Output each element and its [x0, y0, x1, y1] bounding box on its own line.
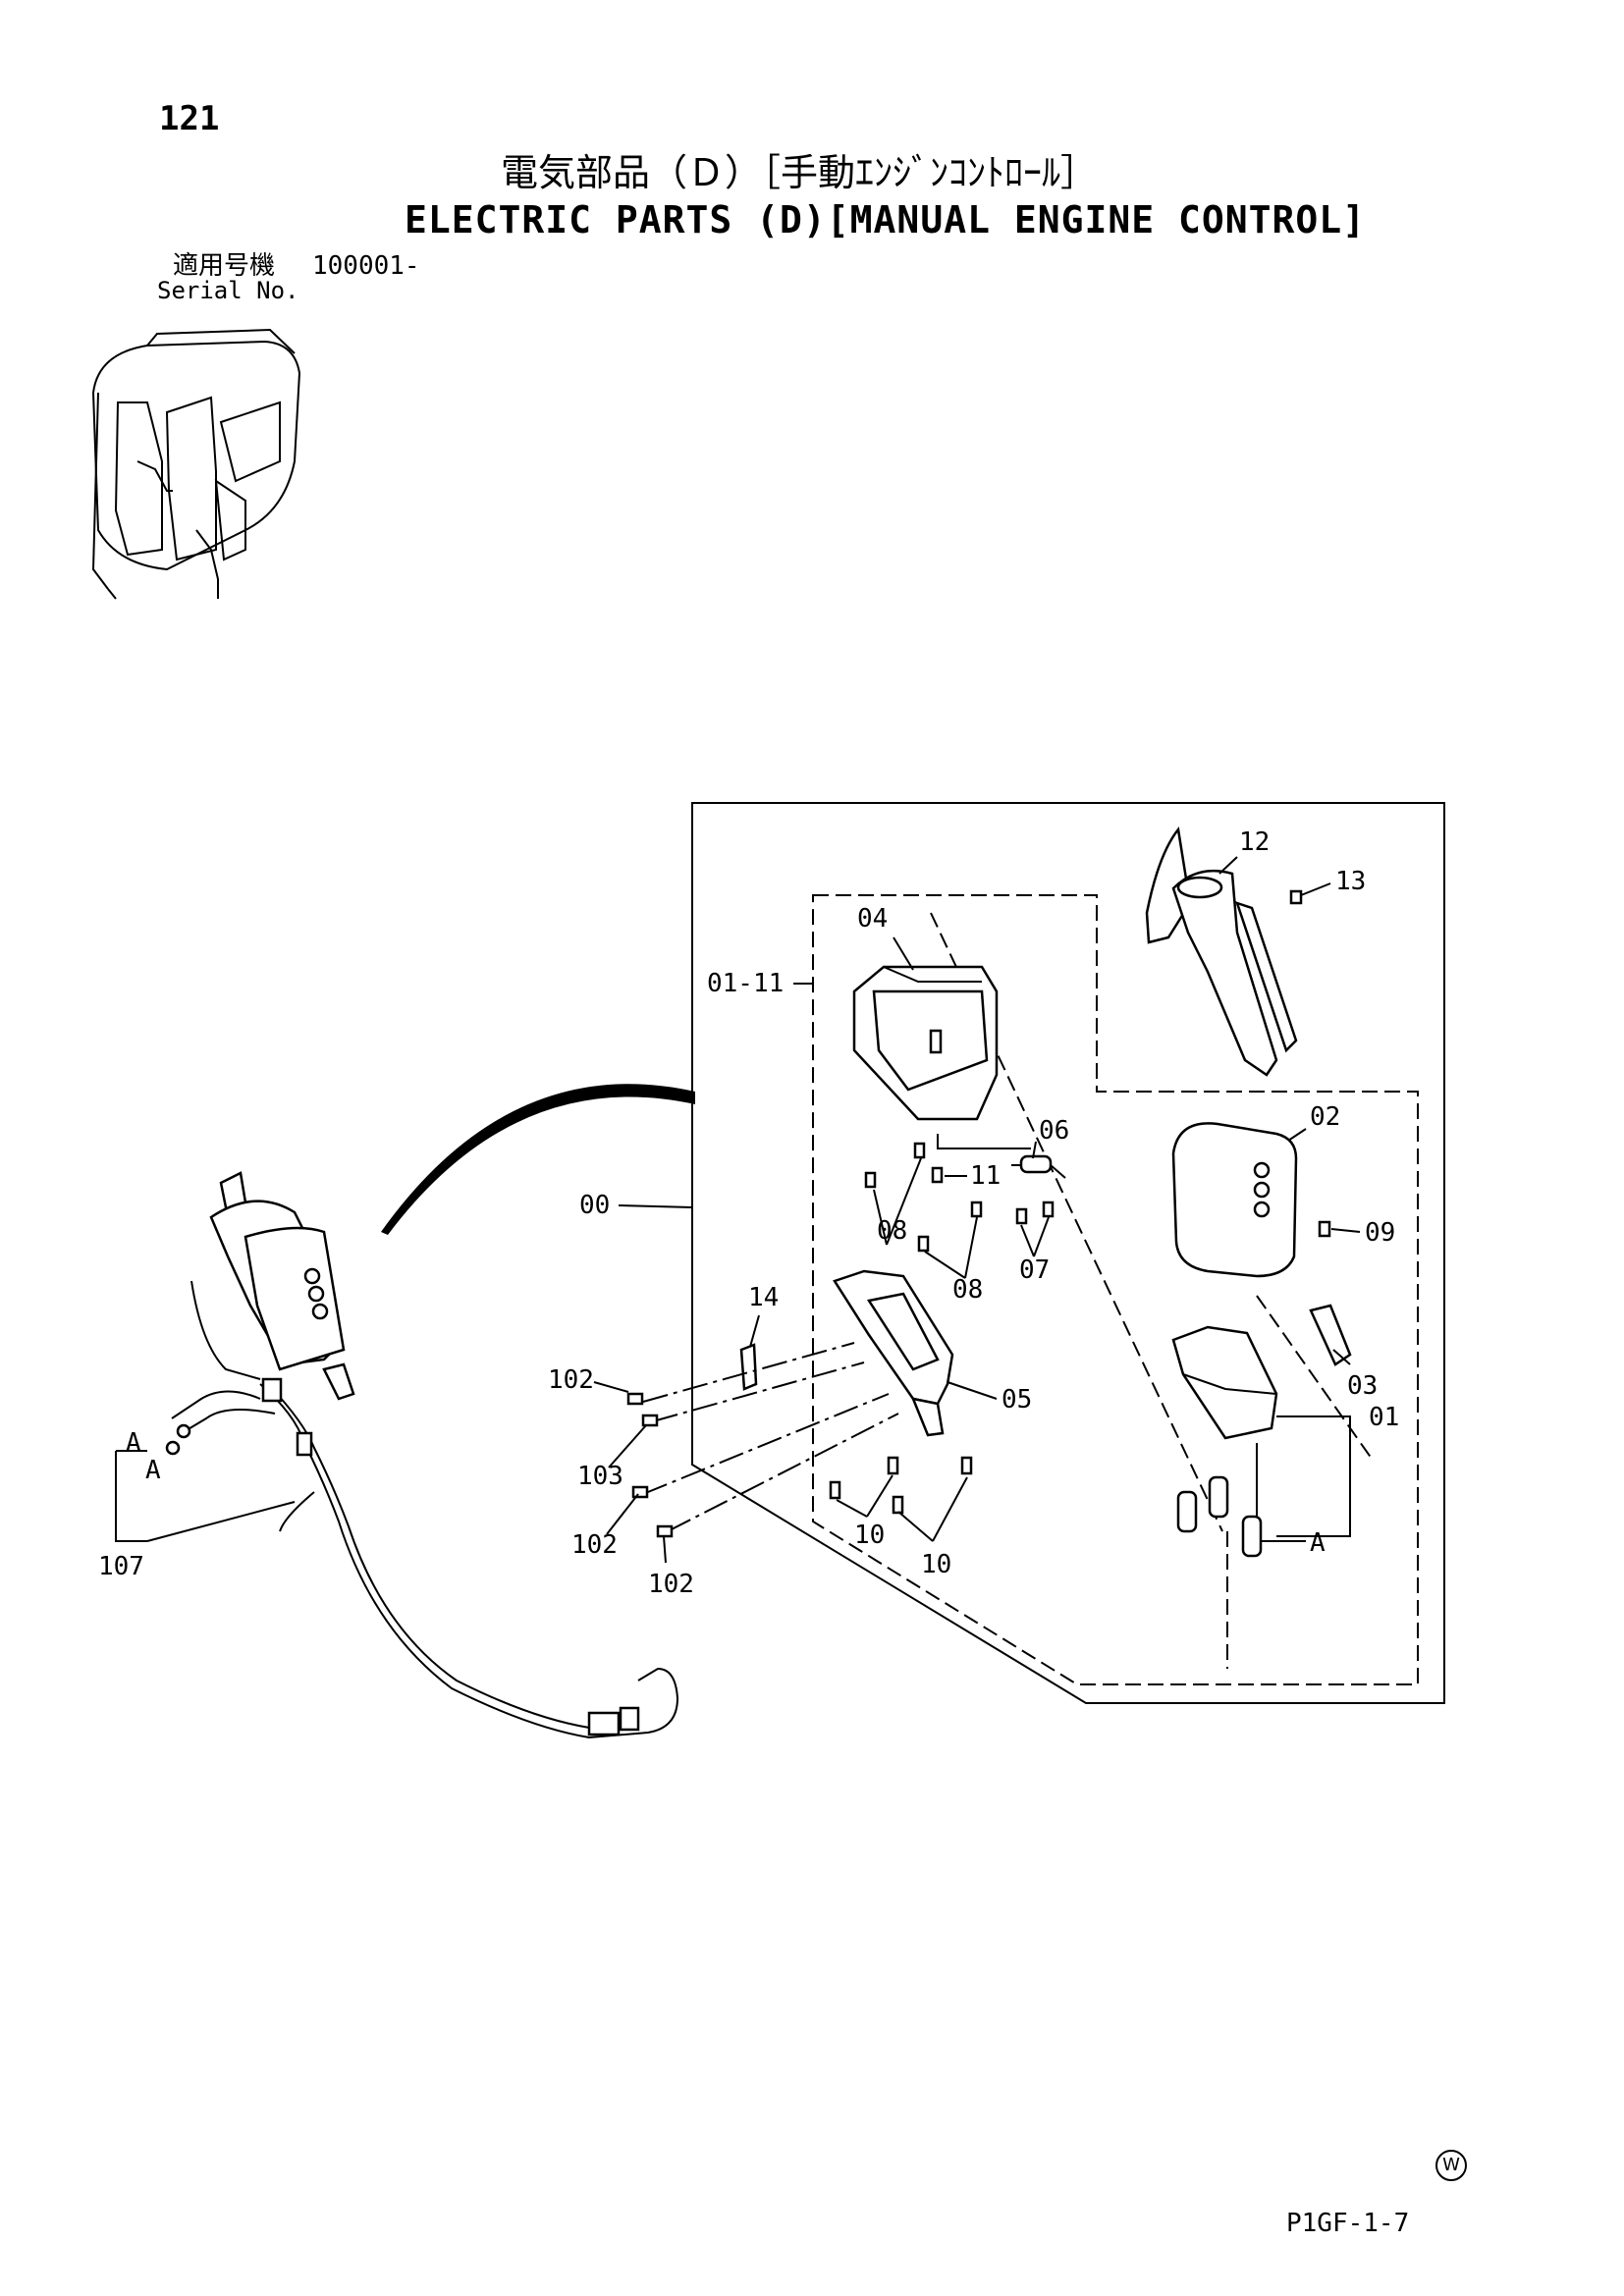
part-102-screw-c: [656, 1524, 674, 1538]
serial-label-japanese: 適用号機: [173, 251, 276, 281]
part-05-bracket: [833, 1269, 954, 1437]
serial-label-english: Serial No.: [157, 277, 299, 304]
part-01-controller: [1171, 1325, 1278, 1440]
page-number: 121: [159, 99, 220, 138]
part-08-screw-a: [913, 1142, 926, 1159]
page-code: P1GF-1-7: [1286, 2209, 1410, 2238]
part-102-screw-a: [626, 1392, 644, 1406]
part-12-cover: [1145, 827, 1298, 1077]
part-14-plate: [739, 1343, 758, 1391]
part-02-switch-panel: [1171, 1122, 1298, 1278]
part-10-bolt-c: [892, 1495, 904, 1515]
connector-arc: [381, 1084, 695, 1235]
part-103-screw: [641, 1414, 659, 1427]
part-10-bolt-d: [960, 1456, 973, 1475]
subassembly-frame: [812, 894, 1419, 1685]
serial-value: 100001-: [312, 251, 420, 281]
part-03-bracket: [1309, 1304, 1352, 1366]
cab-thumbnail-drawing: [91, 328, 301, 600]
part-07-screw-a: [1015, 1207, 1028, 1225]
part-04-housing: [852, 965, 999, 1121]
part-10-bolt-b: [887, 1456, 899, 1475]
assembly-frame: [691, 802, 1445, 1704]
part-01-knobs: [1176, 1475, 1263, 1558]
part-08-screw-d: [917, 1235, 930, 1253]
part-09-screw: [1318, 1220, 1331, 1238]
part-10-bolt-a: [829, 1480, 841, 1500]
part-13-screw: [1289, 889, 1303, 905]
title-japanese: 電気部品（Ｄ）［手動ｴﾝｼﾞﾝｺﾝﾄﾛｰﾙ］: [501, 151, 1099, 194]
part-11-screw: [931, 1166, 944, 1184]
part-102-screw-b: [631, 1485, 649, 1499]
part-06-diode: [1011, 1154, 1066, 1179]
w-mark: W: [1435, 2150, 1467, 2181]
part-08-screw-c: [970, 1201, 983, 1218]
assembled-control-unit: [209, 1171, 355, 1401]
title-english: ELECTRIC PARTS (D)[MANUAL ENGINE CONTROL…: [405, 198, 1366, 241]
part-07-screw-b: [1042, 1201, 1055, 1218]
part-08-screw-b: [864, 1171, 877, 1189]
part-107-harness: [165, 1280, 679, 1739]
